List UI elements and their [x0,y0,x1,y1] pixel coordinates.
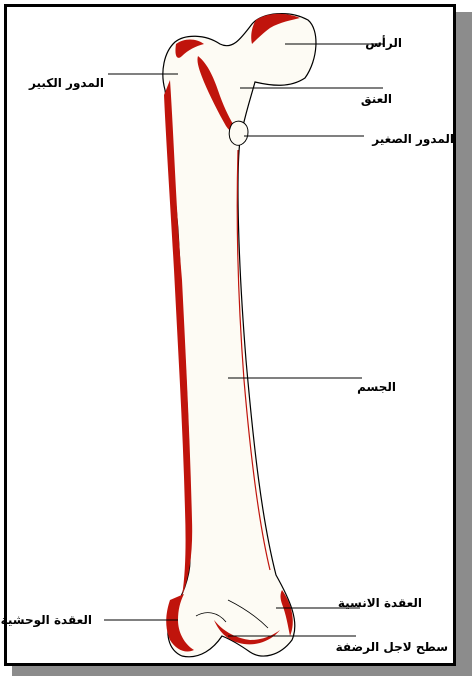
label-greater-trochanter: المدور الكبير [29,76,104,90]
label-shaft: الجسم [357,380,396,394]
label-lesser-trochanter: المدور الصغير [372,132,454,146]
lesser-trochanter-shape [229,121,248,145]
label-patellar-surface: سطح لاجل الرضفة [336,640,448,654]
label-lateral-condyle: العقدة الوحشية [1,613,92,627]
label-medial-condyle: العقدة الانسية [338,596,422,610]
label-neck: العنق [361,92,392,106]
label-head: الرأس [365,36,402,50]
